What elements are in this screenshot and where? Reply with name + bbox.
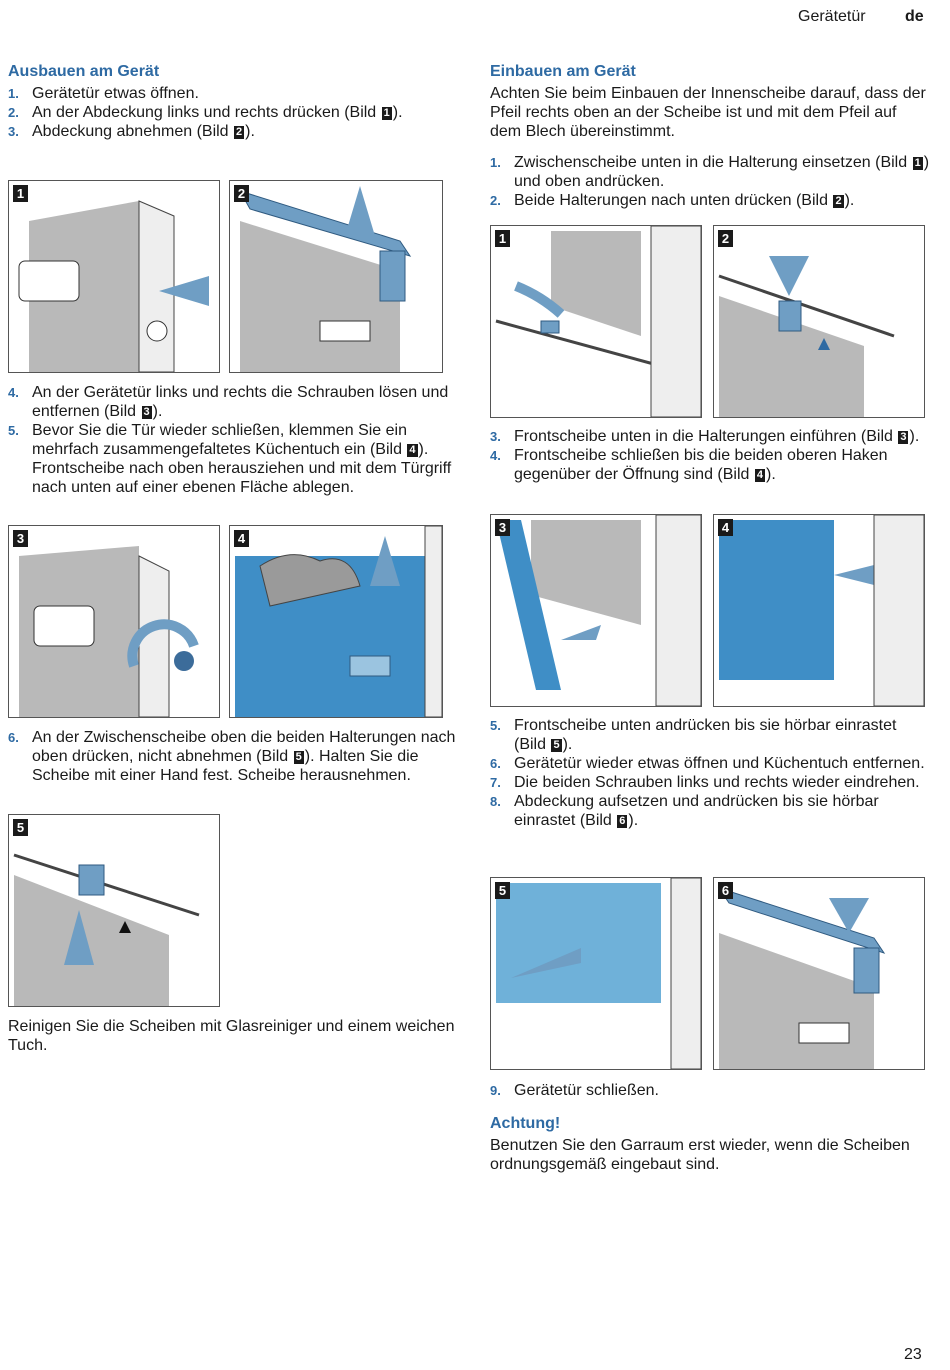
figure-remove-4: 4 — [229, 525, 443, 718]
figure-ref: 3 — [898, 431, 909, 444]
press-front-glass-illustration — [496, 878, 701, 1069]
list-item: 1.Zwischenscheibe unten in die Halterung… — [490, 154, 930, 190]
installation-steps-c: 5.Frontscheibe unten andrücken bis sie h… — [490, 716, 930, 830]
figure-ref: 1 — [912, 157, 923, 170]
figure-label: 4 — [718, 519, 733, 536]
figure-ref: 4 — [754, 469, 765, 482]
list-item: 7.Die beiden Schrauben links und rechts … — [490, 774, 920, 791]
list-item: 5.Bevor Sie die Tür wieder schließen, kl… — [8, 422, 452, 496]
figure-label: 2 — [718, 230, 733, 247]
figure-ref: 2 — [833, 195, 844, 208]
figure-label: 1 — [495, 230, 510, 247]
list-item: 2.An der Abdeckung links und rechts drüc… — [8, 104, 403, 121]
header-section-title: Gerätetür — [798, 8, 866, 25]
cleaning-note-block: Reinigen Sie die Scheiben mit Glasreinig… — [8, 1017, 458, 1055]
figure-label: 3 — [495, 519, 510, 536]
figure-label: 5 — [495, 882, 510, 899]
removal-steps-c-block: 6.An der Zwischenscheibe oben die beiden… — [8, 728, 458, 785]
figure-remove-2: 2 — [229, 180, 443, 373]
list-item: 5.Frontscheibe unten andrücken bis sie h… — [490, 717, 897, 753]
press-brackets-down-illustration — [718, 256, 895, 417]
removal-steps-b: 4.An der Gerätetür links und rechts die … — [8, 383, 458, 497]
door-cover-press-illustration — [18, 200, 209, 372]
installation-steps-b: 3.Frontscheibe unten in die Halterungen … — [490, 427, 930, 484]
removal-section: Ausbauen am Gerät 1.Gerätetür etwas öffn… — [8, 62, 458, 141]
list-item: 1.Gerätetür etwas öffnen. — [8, 85, 199, 102]
figure-install-5: 5 — [490, 877, 702, 1070]
figure-label: 4 — [234, 530, 249, 547]
header-language: de — [905, 8, 924, 25]
warning-heading: Achtung! — [490, 1115, 561, 1132]
insert-inner-glass-illustration — [495, 226, 701, 417]
warning-text: Benutzen Sie den Garraum erst wieder, we… — [490, 1137, 910, 1173]
figure-ref: 5 — [293, 751, 304, 764]
installation-intro: Achten Sie beim Einbauen der Innenscheib… — [490, 85, 926, 140]
figure-ref: 1 — [381, 107, 392, 120]
figure-remove-5: 5 — [8, 814, 220, 1007]
removal-steps-a: 1.Gerätetür etwas öffnen. 2.An der Abdec… — [8, 84, 458, 141]
figure-ref: 5 — [551, 739, 562, 752]
screw-removal-illustration — [19, 546, 199, 717]
list-item: 6.Gerätetür wieder etwas öffnen und Küch… — [490, 755, 925, 772]
figure-label: 1 — [13, 185, 28, 202]
list-item: 4.An der Gerätetür links und rechts die … — [8, 384, 449, 420]
list-item: 3.Abdeckung abnehmen (Bild 2). — [8, 123, 255, 140]
attach-cover-illustration — [717, 887, 886, 1069]
insert-front-glass-illustration — [496, 515, 701, 706]
figure-ref: 6 — [617, 815, 628, 828]
installation-steps-d-block: 9.Gerätetür schließen. Achtung! Benutzen… — [490, 1081, 930, 1174]
figure-install-1: 1 — [490, 225, 702, 418]
figure-ref: 2 — [234, 126, 245, 139]
list-item: 4.Frontscheibe schließen bis die beiden … — [490, 447, 888, 483]
figure-label: 2 — [234, 185, 249, 202]
page-number: 23 — [904, 1346, 922, 1363]
list-item: 9.Gerätetür schließen. — [490, 1082, 659, 1099]
figure-ref: 3 — [141, 406, 152, 419]
list-item: 2.Beide Halterungen nach unten drücken (… — [490, 192, 855, 209]
installation-section: Einbauen am Gerät Achten Sie beim Einbau… — [490, 62, 930, 210]
installation-steps-a: 1.Zwischenscheibe unten in die Halterung… — [490, 153, 930, 210]
installation-heading: Einbauen am Gerät — [490, 63, 636, 80]
removal-steps-c: 6.An der Zwischenscheibe oben die beiden… — [8, 728, 458, 785]
list-item: 8.Abdeckung aufsetzen und andrücken bis … — [490, 793, 879, 829]
removal-heading: Ausbauen am Gerät — [8, 63, 160, 80]
inner-glass-bracket-illustration — [13, 853, 200, 1006]
figure-remove-3: 3 — [8, 525, 220, 718]
removal-steps-b-block: 4.An der Gerätetür links und rechts die … — [8, 383, 458, 497]
close-front-glass-illustration — [719, 515, 924, 706]
list-item: 3.Frontscheibe unten in die Halterungen … — [490, 428, 920, 445]
list-item: 6.An der Zwischenscheibe oben die beiden… — [8, 729, 456, 784]
installation-steps-d: 9.Gerätetür schließen. — [490, 1081, 930, 1100]
figure-install-3: 3 — [490, 514, 702, 707]
figure-label: 5 — [13, 819, 28, 836]
figure-remove-1: 1 — [8, 180, 220, 373]
cleaning-note: Reinigen Sie die Scheiben mit Glasreinig… — [8, 1018, 455, 1054]
installation-steps-c-block: 5.Frontscheibe unten andrücken bis sie h… — [490, 716, 930, 830]
installation-steps-b-block: 3.Frontscheibe unten in die Halterungen … — [490, 427, 930, 484]
figure-label: 3 — [13, 530, 28, 547]
figure-install-2: 2 — [713, 225, 925, 418]
figure-ref: 4 — [407, 444, 418, 457]
figure-install-4: 4 — [713, 514, 925, 707]
figure-install-6: 6 — [713, 877, 925, 1070]
cover-lift-illustration — [238, 186, 412, 372]
figure-label: 6 — [718, 882, 733, 899]
pull-out-front-glass-illustration — [235, 526, 442, 717]
